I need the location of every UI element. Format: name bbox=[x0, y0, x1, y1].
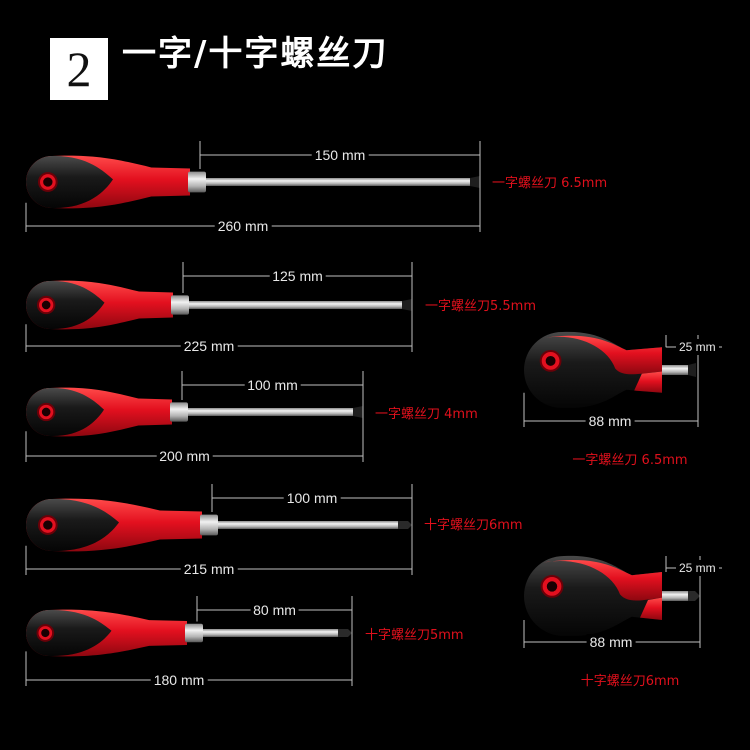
stubby-type-label: 十字螺丝刀6mm bbox=[580, 674, 680, 689]
steel-shaft bbox=[206, 178, 470, 186]
steel-shaft bbox=[203, 629, 338, 637]
red-collar bbox=[634, 371, 662, 393]
screwdriver-type-label: 一字螺丝刀5.5mm bbox=[425, 299, 537, 314]
shaft-length-label: 150 mm bbox=[311, 147, 369, 163]
shaft-length-label: 80 mm bbox=[250, 602, 299, 618]
black-grip bbox=[26, 387, 104, 437]
total-length-label: 215 mm bbox=[180, 561, 238, 577]
page-title: 一字/十字螺丝刀 bbox=[122, 34, 389, 74]
stubby-total-length-label: 88 mm bbox=[585, 413, 635, 429]
hex-bolster bbox=[185, 623, 203, 643]
hex-bolster bbox=[171, 295, 189, 315]
hex-bolster bbox=[170, 402, 188, 422]
steel-shaft bbox=[662, 365, 688, 375]
phillips-tip bbox=[338, 629, 352, 637]
screwdriver-type-label: 一字螺丝刀 6.5mm bbox=[492, 176, 608, 191]
stubby-screwdriver-1 bbox=[524, 331, 696, 409]
total-length-label: 225 mm bbox=[180, 338, 238, 354]
hang-hole-inner bbox=[43, 520, 53, 530]
screwdriver-3 bbox=[26, 387, 363, 437]
red-collar bbox=[640, 597, 662, 620]
hang-hole-inner bbox=[545, 355, 556, 366]
hang-hole-inner bbox=[43, 177, 53, 187]
stubby-total-length-label: 88 mm bbox=[586, 634, 636, 650]
hang-hole-inner bbox=[41, 628, 50, 638]
slotted-tip bbox=[353, 406, 363, 418]
steel-shaft bbox=[662, 591, 690, 601]
black-grip bbox=[26, 280, 105, 330]
steel-shaft bbox=[218, 521, 398, 529]
phillips-tip bbox=[398, 521, 412, 529]
screwdriver-type-label: 十字螺丝刀6mm bbox=[424, 518, 523, 533]
slotted-tip bbox=[402, 299, 412, 311]
hang-hole-inner bbox=[546, 581, 558, 592]
screwdriver-type-label: 十字螺丝刀5mm bbox=[365, 628, 464, 643]
total-length-label: 180 mm bbox=[150, 672, 208, 688]
slotted-tip bbox=[688, 363, 696, 377]
total-length-label: 260 mm bbox=[214, 218, 272, 234]
hang-hole-inner bbox=[41, 300, 51, 310]
screwdriver-type-label: 一字螺丝刀 4mm bbox=[375, 407, 478, 422]
hang-hole-inner bbox=[41, 407, 51, 417]
shaft-length-label: 100 mm bbox=[283, 490, 341, 506]
black-grip bbox=[26, 498, 119, 552]
hex-bolster bbox=[200, 514, 218, 536]
red-handle bbox=[544, 559, 662, 601]
section-number-badge: 2 bbox=[50, 38, 108, 100]
phillips-tip bbox=[688, 591, 700, 601]
stubby-shaft-length-label: 25 mm bbox=[676, 339, 719, 355]
screwdriver-5 bbox=[26, 609, 352, 657]
steel-shaft bbox=[188, 408, 353, 416]
shaft-length-label: 100 mm bbox=[244, 377, 301, 393]
black-grip bbox=[26, 609, 112, 657]
screwdriver-4 bbox=[26, 498, 412, 552]
shaft-length-label: 125 mm bbox=[269, 268, 326, 284]
screwdriver-1 bbox=[26, 155, 480, 209]
stubby-type-label: 一字螺丝刀 6.5mm bbox=[572, 453, 688, 468]
red-handle bbox=[543, 335, 662, 375]
stubby-shaft-length-label: 25 mm bbox=[676, 560, 719, 576]
slotted-tip bbox=[470, 176, 480, 188]
stubby-screwdriver-2 bbox=[524, 555, 700, 637]
hex-bolster bbox=[188, 171, 206, 193]
steel-shaft bbox=[189, 301, 402, 309]
screwdriver-2 bbox=[26, 280, 412, 330]
black-grip bbox=[26, 155, 113, 209]
total-length-label: 200 mm bbox=[156, 448, 213, 464]
